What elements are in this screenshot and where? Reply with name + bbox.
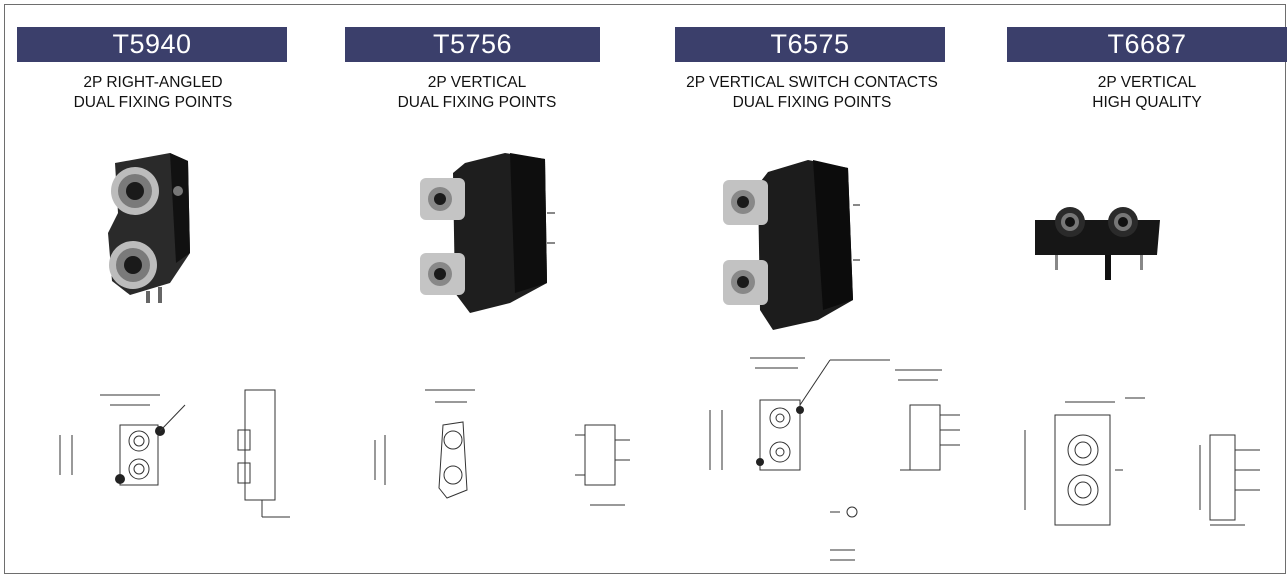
description-line: 2P VERTICAL bbox=[1097, 74, 1197, 91]
product-t6687: T6687 2P VERTICAL HIGH QUALITY bbox=[965, 5, 1288, 573]
product-photo bbox=[1035, 207, 1160, 280]
product-description: 2P VERTICAL HIGH QUALITY bbox=[987, 73, 1288, 113]
description-line: DUAL FIXING POINTS bbox=[732, 94, 892, 111]
product-photo bbox=[420, 153, 555, 313]
description-line: 2P RIGHT-ANGLED bbox=[83, 74, 223, 91]
description-line: DUAL FIXING POINTS bbox=[397, 94, 557, 111]
product-t6575: T6575 2P VERTICAL SWITCH CONTACTS DUAL F… bbox=[660, 5, 980, 573]
description-line: DUAL FIXING POINTS bbox=[73, 94, 233, 111]
dimension-drawing bbox=[59, 389, 290, 518]
description-line: 2P VERTICAL bbox=[427, 74, 527, 91]
product-photo bbox=[108, 153, 190, 303]
dimension-drawing bbox=[709, 357, 960, 561]
product-t5756: T5756 2P VERTICAL DUAL FIXING POINTS bbox=[335, 5, 655, 573]
product-photo bbox=[723, 160, 860, 330]
product-description: 2P VERTICAL DUAL FIXING POINTS bbox=[317, 73, 637, 113]
description-line: HIGH QUALITY bbox=[1092, 94, 1202, 111]
dimension-drawing bbox=[374, 389, 630, 506]
product-description: 2P VERTICAL SWITCH CONTACTS DUAL FIXING … bbox=[652, 73, 972, 113]
product-t5940: T5940 2P RIGHT-ANGLED DUAL FIXING POINTS bbox=[5, 5, 325, 573]
product-code-badge: T6687 bbox=[1007, 27, 1287, 62]
description-line: 2P VERTICAL SWITCH CONTACTS bbox=[686, 74, 938, 91]
dimension-drawing bbox=[1024, 397, 1260, 526]
product-code-badge: T5756 bbox=[345, 27, 600, 62]
product-code-badge: T6575 bbox=[675, 27, 945, 62]
product-description: 2P RIGHT-ANGLED DUAL FIXING POINTS bbox=[0, 73, 313, 113]
product-panel: T5940 2P RIGHT-ANGLED DUAL FIXING POINTS bbox=[4, 4, 1288, 574]
product-code-badge: T5940 bbox=[17, 27, 287, 62]
